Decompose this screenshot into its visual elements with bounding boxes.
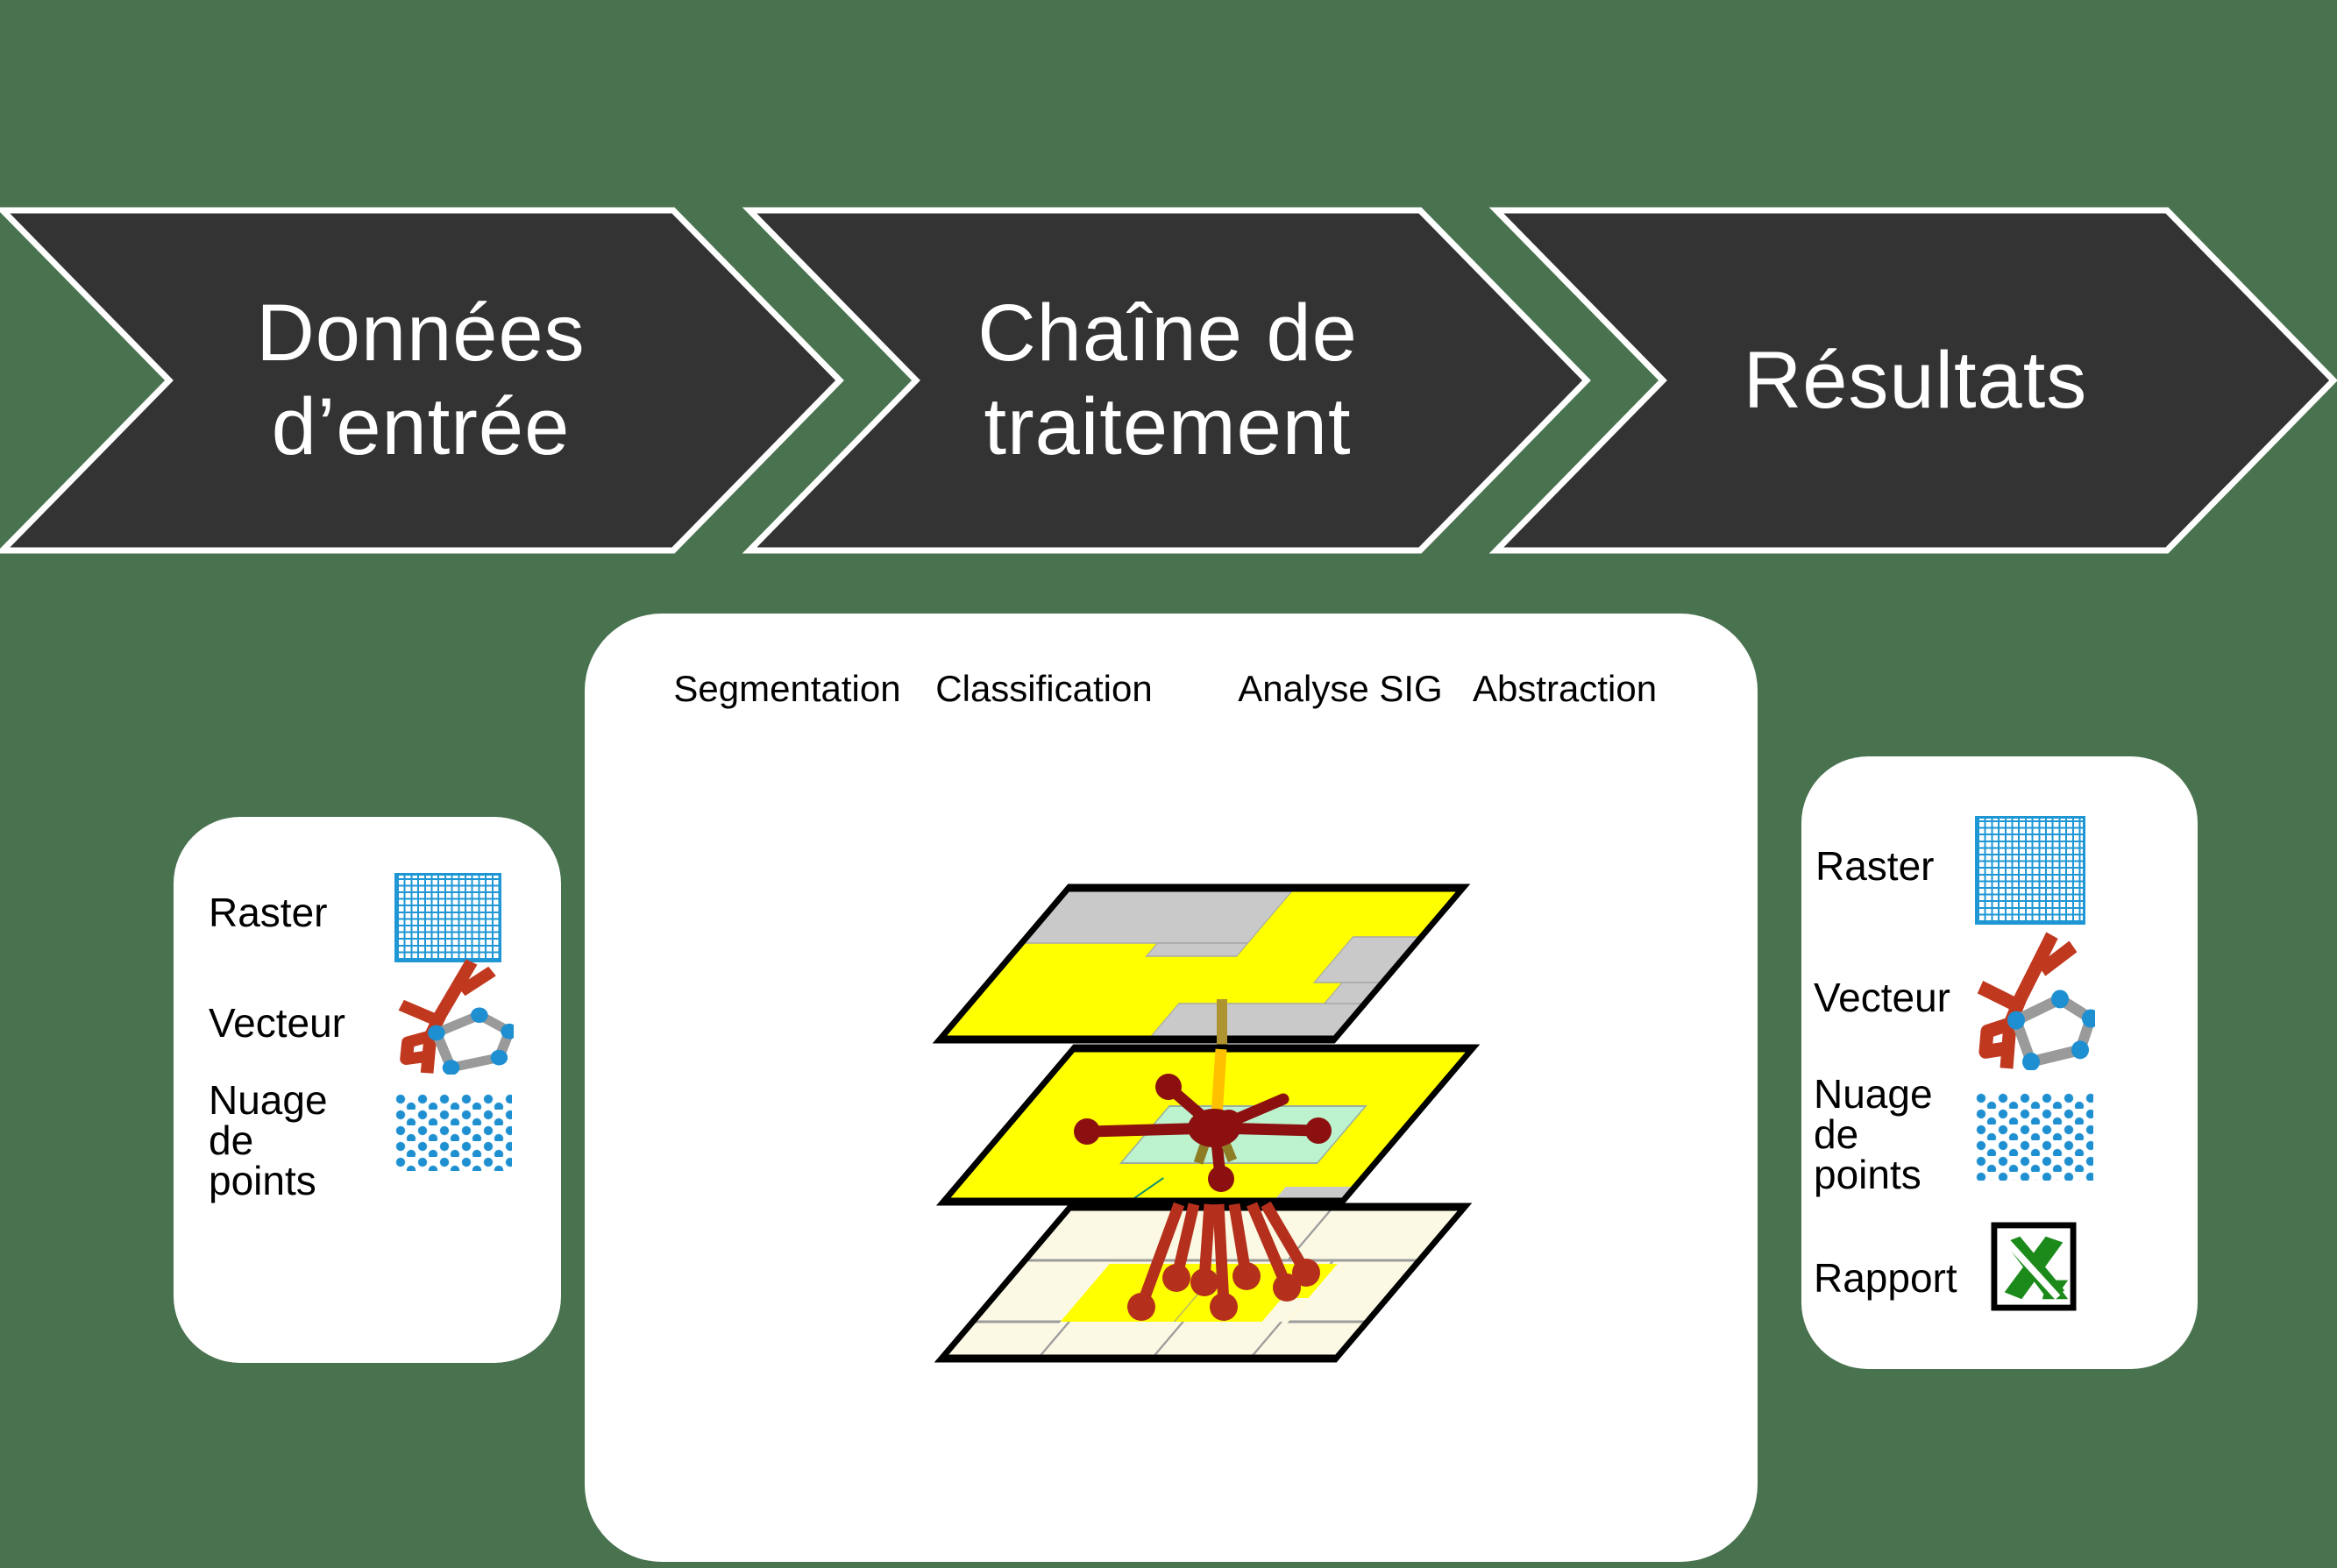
abstraction-fan-dots [1127, 1259, 1320, 1321]
output-raster-label: Raster [1815, 843, 1935, 889]
chevron-shape-processing [742, 207, 1591, 554]
layer-stack-illustration [932, 883, 1481, 1363]
chevron-processing-line1: Chaîne de [977, 288, 1358, 379]
process-arrow-band [0, 207, 2337, 554]
chevron-results-line1: Résultats [1743, 335, 2088, 425]
step-segmentation: Segmentation [673, 668, 901, 709]
network-node-dots [1074, 1074, 1332, 1192]
raster-grid-icon [394, 873, 501, 962]
chevron-shape-input [0, 207, 844, 554]
input-vecteur-label: Vecteur [209, 1000, 345, 1046]
raster-grid-icon [1975, 816, 2085, 925]
results-panel: Raster Vecteur Nuage de points Rapport [1801, 756, 2198, 1369]
output-nuage-label: Nuage de points [1814, 1071, 1933, 1197]
point-cloud-icon [394, 1094, 512, 1171]
input-raster-label: Raster [209, 890, 328, 935]
vector-data-icon [1977, 932, 2095, 1070]
input-nuage-label: Nuage de points [209, 1077, 328, 1203]
abstraction-fan-lines [1136, 1201, 1310, 1307]
chevron-shape-results [1488, 207, 2337, 554]
output-vecteur-label: Vecteur [1814, 975, 1950, 1020]
step-classification: Classification [935, 668, 1153, 709]
step-abstraction: Abstraction [1472, 668, 1658, 709]
output-rapport-label: Rapport [1814, 1255, 1957, 1301]
top-map-layer [932, 883, 1471, 1044]
chevron-input-line1: Données [256, 288, 586, 379]
chevron-processing-line2: traitement [984, 382, 1352, 472]
excel-report-icon [1991, 1222, 2077, 1311]
chevron-input-line2: d’entrée [271, 382, 571, 472]
chevron-label-results: Résultats [1565, 210, 2266, 550]
chevron-label-processing: Chaîne de traitement [817, 210, 1518, 550]
chevron-label-input: Données d’entrée [70, 210, 771, 550]
processing-chain-panel: Segmentation Classification Analyse SIG … [585, 614, 1758, 1562]
input-data-panel: Raster Vecteur Nuage de points [174, 817, 561, 1363]
point-cloud-icon [1975, 1093, 2093, 1181]
vector-data-icon [398, 959, 514, 1075]
step-analyse-sig: Analyse SIG [1238, 668, 1443, 709]
